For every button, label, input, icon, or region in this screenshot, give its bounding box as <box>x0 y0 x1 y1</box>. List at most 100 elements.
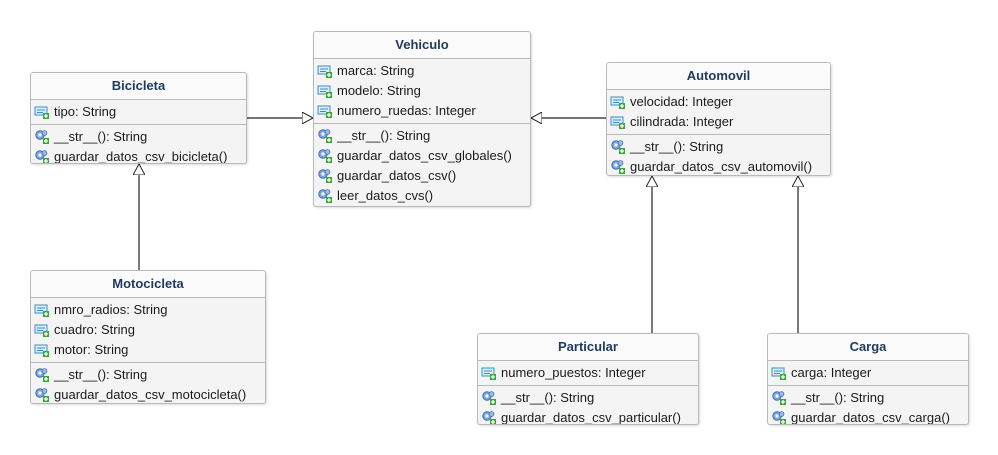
class-vehiculo[interactable]: Vehiculo marca: String modelo: String numer… <box>313 31 531 207</box>
attributes-section: tipo: String <box>31 100 246 124</box>
method-row[interactable]: guardar_datos_csv_automovil() <box>607 157 830 175</box>
attribute-label: marca: String <box>337 63 415 78</box>
attribute-row[interactable]: numero_puestos: Integer <box>478 363 698 383</box>
class-title: Bicicleta <box>31 73 246 100</box>
attribute-row[interactable]: nmro_radios: String <box>31 300 265 320</box>
method-row[interactable]: __str__(): String <box>768 388 968 408</box>
method-label: __str__(): String <box>791 390 885 405</box>
attribute-label: carga: Integer <box>791 365 872 380</box>
attribute-row[interactable]: cilindrada: Integer <box>607 112 830 132</box>
attribute-icon <box>481 365 497 381</box>
method-icon <box>317 188 333 204</box>
methods-section: __str__(): String guardar_datos_csv_globa… <box>314 123 530 206</box>
method-row[interactable]: __str__(): String <box>478 388 698 408</box>
method-row[interactable]: __str__(): String <box>31 127 246 147</box>
method-label: guardar_datos_csv_carga() <box>791 410 950 425</box>
method-row[interactable]: __str__(): String <box>314 126 530 146</box>
attribute-label: nmro_radios: String <box>54 302 168 317</box>
attribute-row[interactable]: modelo: String <box>314 81 530 101</box>
attribute-icon <box>34 322 50 338</box>
method-row[interactable]: guardar_datos_csv_carga() <box>768 408 968 425</box>
attribute-label: cuadro: String <box>54 322 135 337</box>
method-icon <box>34 367 50 383</box>
method-row[interactable]: guardar_datos_csv() <box>314 166 530 186</box>
method-icon <box>34 129 50 145</box>
attributes-section: velocidad: Integer cilindrada: Integer <box>607 90 830 134</box>
method-row[interactable]: __str__(): String <box>31 365 265 385</box>
method-label: guardar_datos_csv_motocicleta() <box>54 387 247 402</box>
method-row[interactable]: guardar_datos_csv_globales() <box>314 146 530 166</box>
attribute-row[interactable]: tipo: String <box>31 102 246 122</box>
method-icon <box>771 390 787 406</box>
method-icon <box>317 128 333 144</box>
attribute-row[interactable]: carga: Integer <box>768 363 968 383</box>
method-icon <box>610 139 626 155</box>
attribute-icon <box>610 94 626 110</box>
method-row[interactable]: guardar_datos_csv_particular() <box>478 408 698 425</box>
class-motocicleta[interactable]: Motocicleta nmro_radios: String cuadro: St… <box>30 270 266 404</box>
class-bicicleta[interactable]: Bicicleta tipo: String __str__(): String gu… <box>30 72 247 164</box>
attribute-label: numero_ruedas: Integer <box>337 103 476 118</box>
method-label: __str__(): String <box>54 129 148 144</box>
method-icon <box>34 149 50 163</box>
attributes-section: nmro_radios: String cuadro: String motor: … <box>31 298 265 362</box>
attribute-row[interactable]: velocidad: Integer <box>607 92 830 112</box>
method-row[interactable]: guardar_datos_csv_motocicleta() <box>31 385 265 403</box>
attribute-row[interactable]: motor: String <box>31 340 265 360</box>
attribute-icon <box>317 83 333 99</box>
method-icon <box>610 159 626 175</box>
method-icon <box>481 390 497 406</box>
attribute-label: velocidad: Integer <box>630 94 733 109</box>
method-label: __str__(): String <box>501 390 595 405</box>
attributes-section: numero_puestos: Integer <box>478 361 698 385</box>
method-label: guardar_datos_csv() <box>337 168 457 183</box>
method-icon <box>317 168 333 184</box>
attribute-label: numero_puestos: Integer <box>501 365 646 380</box>
attribute-label: modelo: String <box>337 83 421 98</box>
class-carga[interactable]: Carga carga: Integer __str__(): String guar… <box>767 333 969 425</box>
attributes-section: carga: Integer <box>768 361 968 385</box>
attribute-icon <box>317 103 333 119</box>
attributes-section: marca: String modelo: String numero_ruedas… <box>314 59 530 123</box>
method-label: __str__(): String <box>54 367 148 382</box>
attribute-icon <box>610 114 626 130</box>
attribute-icon <box>771 365 787 381</box>
methods-section: __str__(): String guardar_datos_csv_parti… <box>478 385 698 425</box>
attribute-label: motor: String <box>54 342 129 357</box>
attribute-row[interactable]: numero_ruedas: Integer <box>314 101 530 121</box>
method-icon <box>34 387 50 403</box>
methods-section: __str__(): String guardar_datos_csv_bicic… <box>31 124 246 164</box>
attribute-row[interactable]: cuadro: String <box>31 320 265 340</box>
attribute-label: tipo: String <box>54 104 117 119</box>
method-row[interactable]: __str__(): String <box>607 137 830 157</box>
method-label: leer_datos_cvs() <box>337 188 434 203</box>
attribute-icon <box>34 342 50 358</box>
attribute-icon <box>317 63 333 79</box>
methods-section: __str__(): String guardar_datos_csv_autom… <box>607 134 830 175</box>
methods-section: __str__(): String guardar_datos_csv_carga… <box>768 385 968 425</box>
method-icon <box>317 148 333 164</box>
methods-section: __str__(): String guardar_datos_csv_motoc… <box>31 362 265 403</box>
method-label: guardar_datos_csv_particular() <box>501 410 681 425</box>
method-icon <box>771 410 787 424</box>
class-title: Motocicleta <box>31 271 265 298</box>
method-label: guardar_datos_csv_globales() <box>337 148 512 163</box>
method-icon <box>481 410 497 424</box>
class-automovil[interactable]: Automovil velocidad: Integer cilindrada: I… <box>606 62 831 176</box>
method-label: __str__(): String <box>630 139 724 154</box>
method-row[interactable]: leer_datos_cvs() <box>314 186 530 206</box>
class-title: Vehiculo <box>314 32 530 59</box>
method-label: guardar_datos_csv_bicicleta() <box>54 149 228 164</box>
attribute-icon <box>34 104 50 120</box>
method-label: guardar_datos_csv_automovil() <box>630 159 813 174</box>
class-title: Particular <box>478 334 698 361</box>
class-title: Carga <box>768 334 968 361</box>
class-particular[interactable]: Particular numero_puestos: Integer __str__… <box>477 333 699 425</box>
attribute-row[interactable]: marca: String <box>314 61 530 81</box>
class-title: Automovil <box>607 63 830 90</box>
attribute-label: cilindrada: Integer <box>630 114 734 129</box>
method-row[interactable]: guardar_datos_csv_bicicleta() <box>31 147 246 164</box>
method-label: __str__(): String <box>337 128 431 143</box>
attribute-icon <box>34 302 50 318</box>
